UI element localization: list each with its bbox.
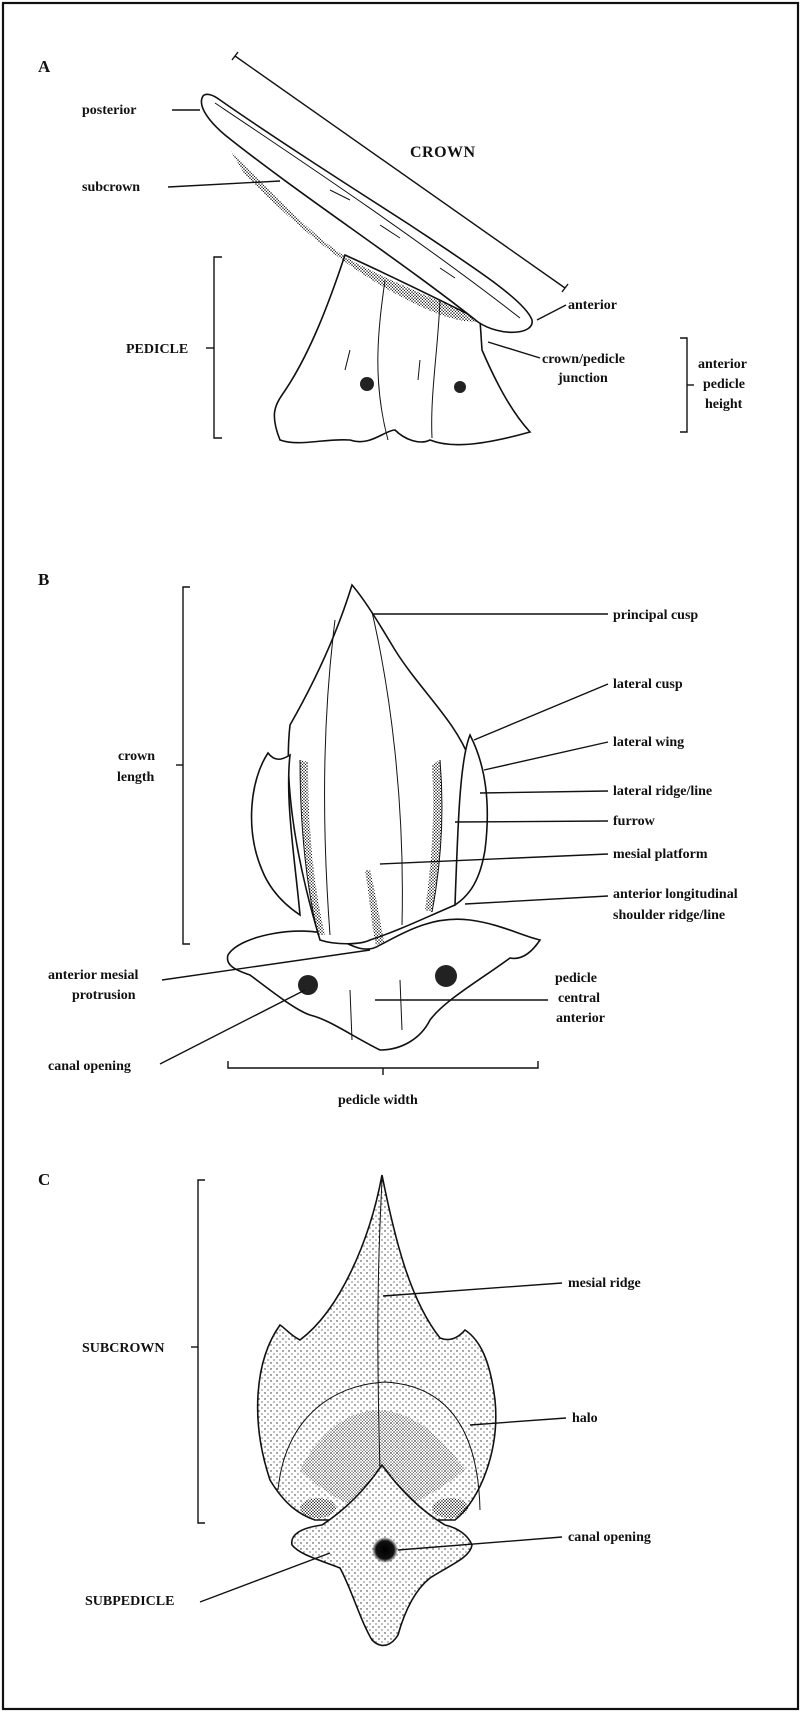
panel-c-label-subpedicle: SUBPEDICLE	[85, 1594, 174, 1609]
panel-a-label-pedicle: PEDICLE	[126, 342, 188, 357]
panel-c-label-canal-opening: canal opening	[568, 1530, 651, 1545]
panel-a-label-height-1: anterior	[698, 357, 747, 372]
panel-a-label-junction-2: junction	[557, 371, 608, 386]
panel-b-label-mesial-platform: mesial platform	[613, 847, 708, 862]
panel-b-label-ant-long-2: shoulder ridge/line	[613, 908, 725, 923]
panel-b-label-pedicle-central-2: central	[558, 991, 600, 1006]
panel-b-label-lateral-wing: lateral wing	[613, 735, 684, 750]
panel-a-canal-2	[454, 381, 466, 393]
panel-b-label-canal-opening: canal opening	[48, 1059, 131, 1074]
panel-c-label-subcrown: SUBCROWN	[82, 1341, 164, 1356]
panel-b-crown-length-bracket	[183, 587, 190, 944]
panel-a-height-bracket	[680, 338, 687, 432]
panel-b-letter: B	[38, 570, 49, 589]
panel-b-label-principal-cusp: principal cusp	[613, 608, 698, 623]
panel-b-label-pedicle-width: pedicle width	[338, 1093, 418, 1108]
panel-a: A CROWN posterior subcrown PEDICLE anter…	[38, 52, 747, 445]
panel-a-label-posterior: posterior	[82, 103, 136, 118]
panel-b-label-furrow: furrow	[613, 814, 656, 829]
panel-a-letter: A	[38, 57, 51, 76]
panel-b-label-ant-long-1: anterior longitudinal	[613, 887, 738, 902]
panel-c-canal	[372, 1537, 398, 1563]
panel-a-canal-1	[360, 377, 374, 391]
panel-b-label-lateral-cusp: lateral cusp	[613, 677, 683, 692]
panel-b: B crown length principal cusp lateral cu…	[38, 570, 738, 1108]
panel-c: C SUBCROWN mesial ridge halo canal openi…	[38, 1170, 651, 1645]
panel-b-label-ant-mesial-2: protrusion	[72, 988, 136, 1003]
panel-c-letter: C	[38, 1170, 50, 1189]
panel-c-shade-right	[432, 1498, 468, 1518]
panel-b-leader-lateral-ridge	[480, 791, 608, 793]
panel-b-label-lateral-ridge: lateral ridge/line	[613, 784, 712, 799]
panel-b-label-crown-length-2: length	[117, 770, 155, 785]
panel-c-subcrown-bracket	[198, 1180, 205, 1523]
panel-c-shade-left	[300, 1498, 336, 1518]
panel-b-leader-furrow	[455, 821, 608, 822]
panel-b-canal-right	[435, 965, 457, 987]
panel-a-pedicle-bracket	[214, 257, 222, 438]
panel-a-label-junction-1: crown/pedicle	[542, 352, 625, 367]
panel-b-label-ant-mesial-1: anterior mesial	[48, 968, 138, 983]
panel-c-label-halo: halo	[572, 1411, 598, 1426]
panel-a-label-height-3: height	[705, 397, 743, 412]
panel-a-label-crown: CROWN	[410, 144, 476, 161]
panel-b-pedicle-width-bracket	[228, 1061, 538, 1068]
panel-a-label-anterior: anterior	[568, 298, 617, 313]
panel-a-label-subcrown: subcrown	[82, 180, 140, 195]
panel-b-label-pedicle-central-3: anterior	[556, 1011, 605, 1026]
panel-c-leader-subpedicle	[200, 1553, 330, 1602]
panel-a-leader-anterior	[537, 305, 566, 320]
panel-b-label-crown-length-1: crown	[118, 749, 155, 764]
panel-a-crown-bracket-tick-1	[232, 52, 238, 60]
panel-a-crown-bracket-tick-2	[562, 284, 568, 292]
panel-b-leader-lateral-wing	[484, 742, 608, 770]
panel-b-leader-ant-long	[465, 896, 608, 904]
panel-b-pedicle-shape	[227, 919, 540, 1050]
panel-a-leader-junction	[488, 342, 540, 358]
panel-b-leader-lateral-cusp	[474, 684, 608, 740]
panel-a-label-height-2: pedicle	[703, 377, 745, 392]
panel-b-leader-canal-opening	[160, 990, 305, 1064]
panel-b-label-pedicle-central-1: pedicle	[555, 971, 597, 986]
panel-c-label-mesial-ridge: mesial ridge	[568, 1276, 641, 1291]
